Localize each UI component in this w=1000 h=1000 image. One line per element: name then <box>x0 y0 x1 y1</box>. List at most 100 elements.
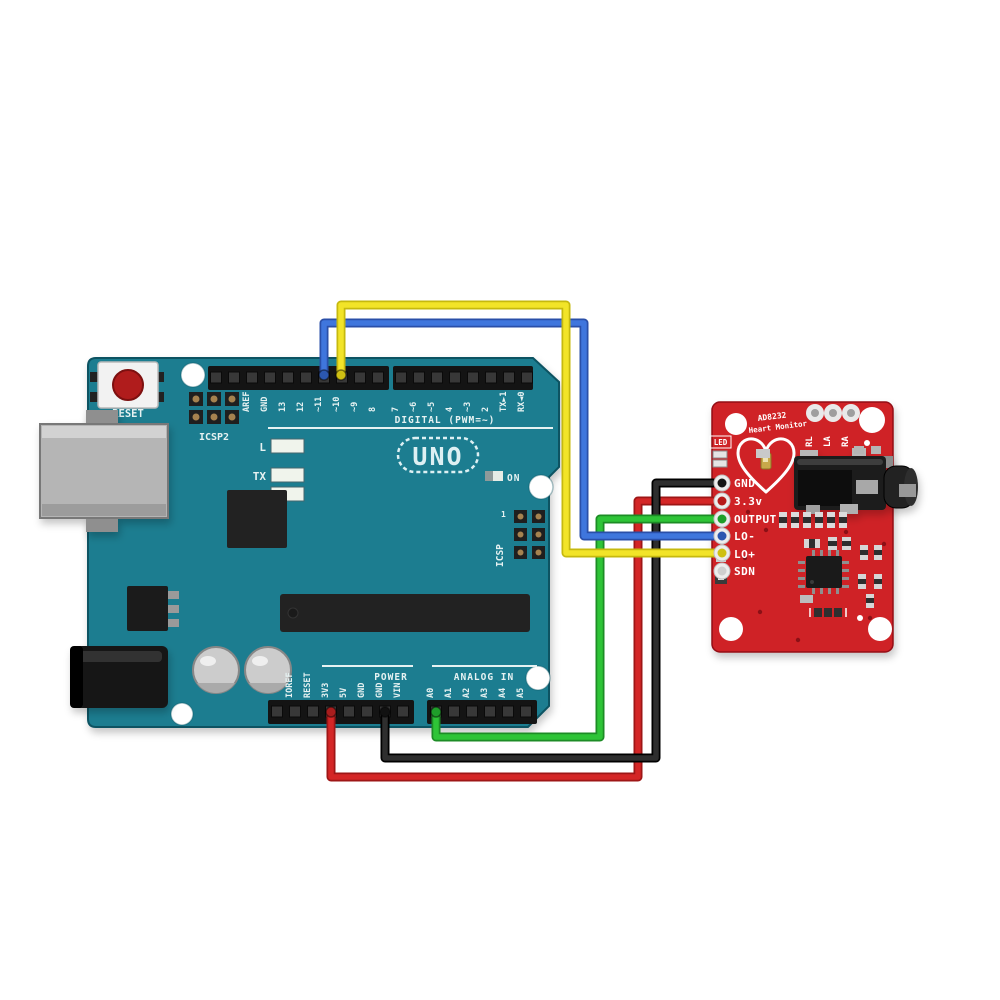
uno-board-outline <box>87 357 560 728</box>
tx-label: TX <box>253 470 267 483</box>
pin-label: A4 <box>498 688 508 698</box>
regulator-leg <box>166 605 179 613</box>
atmega-chip <box>280 594 530 632</box>
reset-label: RESET <box>112 408 144 420</box>
pin-label: 13 <box>278 402 288 412</box>
pin-label: 12 <box>296 402 306 412</box>
capacitor <box>192 646 240 694</box>
icsp-header <box>514 510 545 559</box>
voltage-regulator <box>127 586 168 631</box>
led-label-box <box>709 435 732 449</box>
pin-dot-yellow <box>335 369 347 381</box>
pin-label: A5 <box>516 688 526 698</box>
mount-hole <box>868 617 892 641</box>
wires <box>319 300 725 782</box>
on-led <box>485 471 493 481</box>
arduino-uno-board: DIGITAL (PWM=~) POWER ANALOG IN UNO ON L… <box>39 357 560 728</box>
pin-label: ~5 <box>427 402 437 412</box>
mount-hole <box>525 665 551 691</box>
bottom-header-pins <box>271 705 532 718</box>
uno-wire-pins <box>318 369 442 718</box>
electrode-pads <box>806 404 860 422</box>
monitor-pin-label: 3.3v <box>734 495 763 508</box>
usb-connector <box>39 410 169 532</box>
usb-interface-chip <box>227 490 287 548</box>
mount-hole <box>719 617 743 641</box>
mount-hole <box>725 413 747 435</box>
ad8232-chip <box>798 550 849 594</box>
pin-dot-black <box>379 706 391 718</box>
power-section-label: POWER <box>374 672 408 683</box>
pin-label: IOREF <box>285 672 295 698</box>
atmega-notch <box>287 607 299 619</box>
wire-black-gnd <box>380 478 725 763</box>
pin-label: A2 <box>462 688 472 698</box>
pad-label: RL <box>805 436 815 447</box>
mount-hole <box>859 407 885 433</box>
capacitor <box>244 646 292 694</box>
monitor-pin-label: OUTPUT <box>734 513 777 526</box>
power-header <box>268 700 414 724</box>
monitor-pin-label: SDN <box>734 565 755 578</box>
power-jack <box>70 646 168 708</box>
wire-yellow-lo-plus <box>336 300 725 558</box>
icsp-label: ICSP <box>495 544 506 567</box>
pin-label: ~3 <box>463 402 473 412</box>
mount-hole <box>528 474 554 500</box>
icsp-pin1-label: 1 <box>501 510 506 519</box>
pin-label: GND <box>357 683 367 698</box>
smd-components <box>715 446 882 617</box>
icsp2-label: ICSP2 <box>199 432 229 443</box>
pin-label: TX►1 <box>499 392 509 412</box>
status-led-smd <box>712 459 728 468</box>
analog-section-label: ANALOG IN <box>454 672 514 683</box>
regulator-leg <box>166 591 179 599</box>
pin-dot-red <box>325 706 337 718</box>
uno-logo-text: UNO <box>412 442 463 471</box>
monitor-pin-label: LO+ <box>734 548 755 561</box>
reset-button <box>90 361 164 409</box>
pin-label: ~11 <box>314 397 324 412</box>
pin-label: 5V <box>339 688 349 698</box>
via-dot <box>864 440 870 446</box>
led-l-label: L <box>259 441 266 454</box>
monitor-pin-label: GND <box>734 477 755 490</box>
pin-label: ~10 <box>332 397 342 412</box>
pin-label: RESET <box>303 672 313 698</box>
pin-label: AREF <box>242 392 252 412</box>
pad-label: LA <box>823 436 833 447</box>
uno-logo-oval <box>396 436 480 474</box>
mount-hole <box>170 702 194 726</box>
pin-label: RX◄0 <box>517 392 527 412</box>
ad8232-board: RL LA RA AD8232 Heart Monitor LED <box>709 401 918 653</box>
pin-label: A0 <box>426 688 436 698</box>
pin-dot-blue <box>318 369 330 381</box>
pin-label: VIN <box>393 683 403 698</box>
heart-led-glint <box>763 456 768 462</box>
pin-label: ~9 <box>350 402 360 412</box>
audio-jack <box>794 448 918 514</box>
pin-label: 2 <box>481 407 491 412</box>
pin-label: A1 <box>444 688 454 698</box>
digital-header-right <box>393 366 533 390</box>
pin-label: 7 <box>391 407 401 412</box>
status-led-smd <box>712 450 728 459</box>
on-label: ON <box>507 473 520 484</box>
monitor-pin-rings <box>713 474 731 580</box>
pin-label: 8 <box>368 407 378 412</box>
board-title-line1: AD8232 <box>757 411 787 423</box>
via-dot <box>857 615 863 621</box>
pin-dot-green <box>430 706 442 718</box>
wire-blue-lo-minus <box>319 318 725 541</box>
pin-label: GND <box>375 683 385 698</box>
pin-label: 4 <box>445 407 455 412</box>
wire-green-output <box>431 514 725 742</box>
on-led <box>493 471 503 481</box>
led-l <box>270 438 305 454</box>
pin-label: ~6 <box>409 402 419 412</box>
pin-label: 3V3 <box>321 683 331 698</box>
tx-led <box>270 467 305 483</box>
via-dots <box>742 509 887 643</box>
